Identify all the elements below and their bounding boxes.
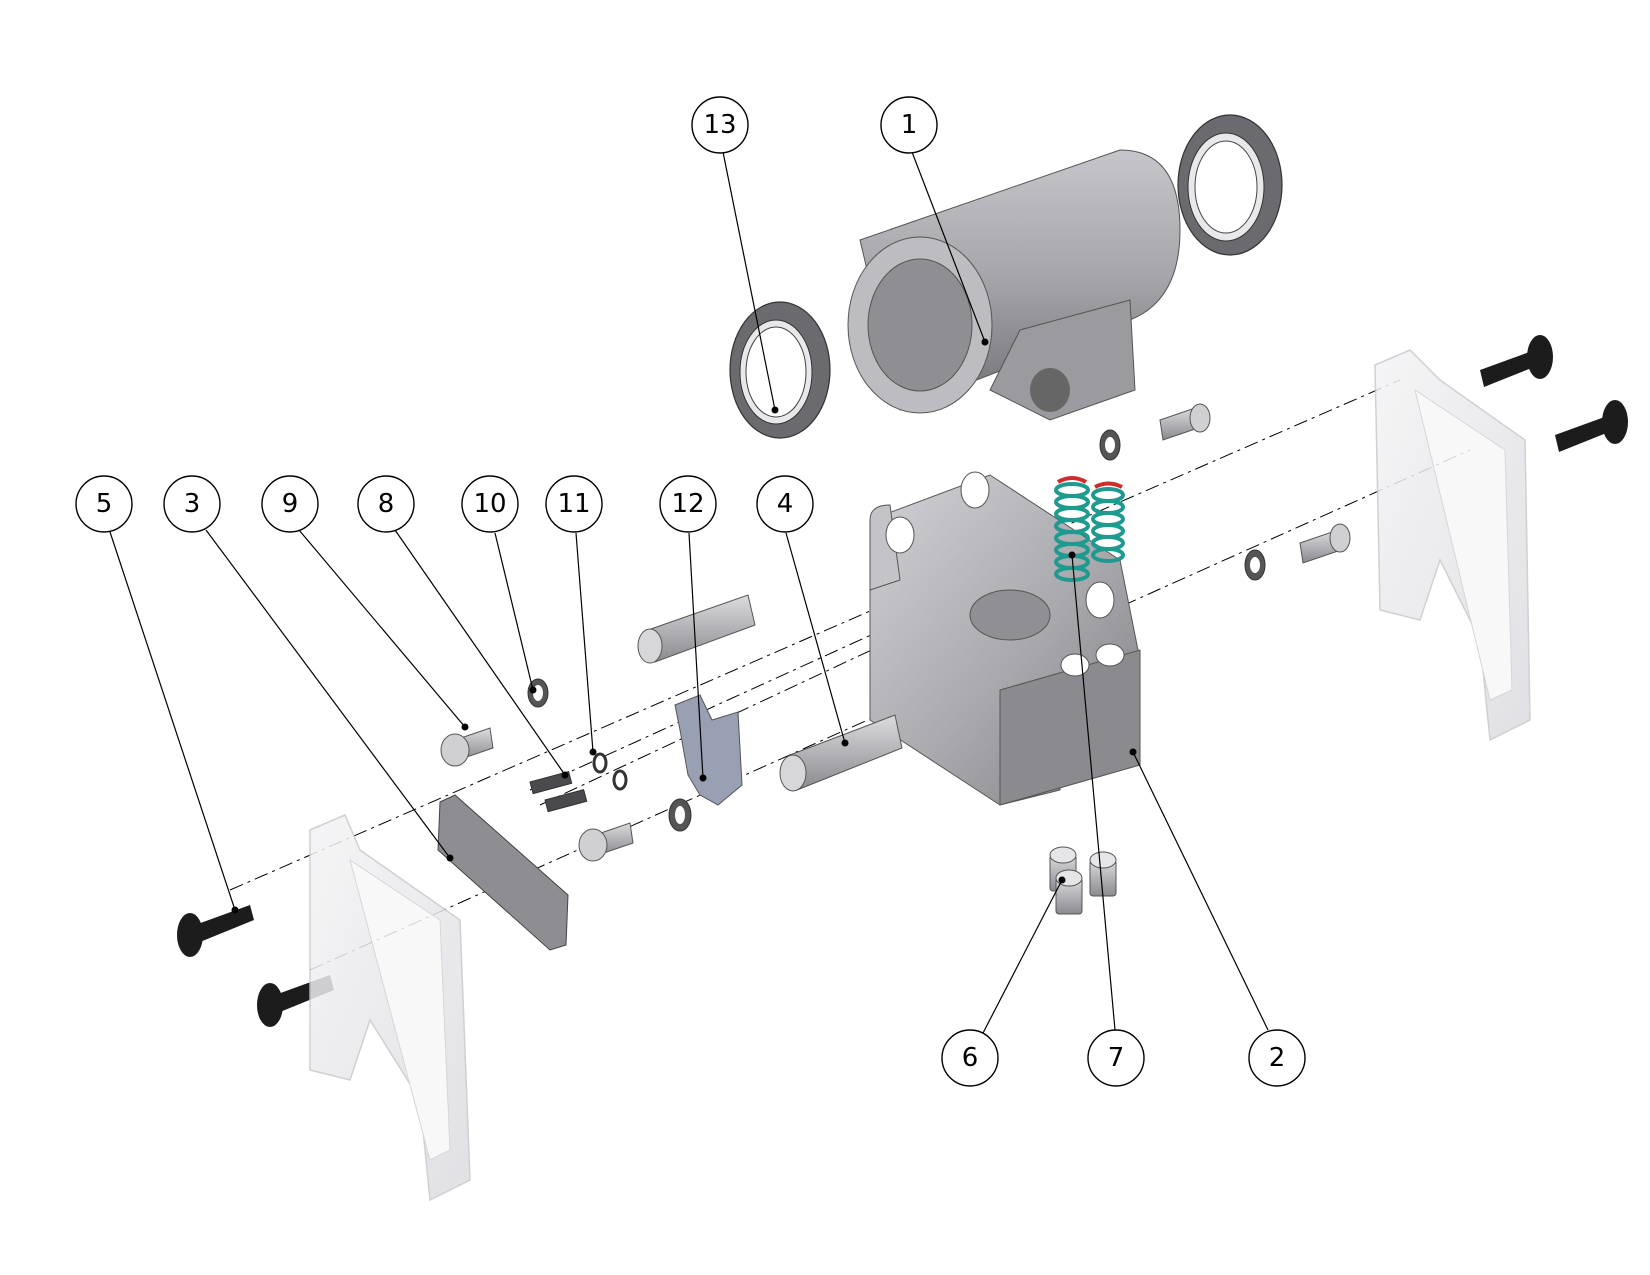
leader-11 xyxy=(575,532,594,753)
leader-2 xyxy=(1132,751,1269,1031)
part-clip xyxy=(674,694,743,806)
leader-lines xyxy=(109,151,1269,1036)
balloon-9-label: 9 xyxy=(282,489,299,519)
axis-screws-1 xyxy=(529,614,916,791)
balloon-5-label: 5 xyxy=(96,489,113,519)
balloon-2-label: 2 xyxy=(1269,1043,1286,1073)
balloon-8-label: 8 xyxy=(378,489,395,519)
part-main-block xyxy=(869,471,1141,806)
spring-left xyxy=(1054,482,1090,582)
part-bracket-left xyxy=(309,814,471,1202)
leader-end-dots xyxy=(231,338,1137,914)
balloon-6: 6 xyxy=(941,1029,999,1087)
leader-5 xyxy=(109,531,236,911)
part-housing-cylinder xyxy=(847,149,1181,421)
balloon-4: 4 xyxy=(756,475,814,533)
balloon-12-label: 12 xyxy=(671,489,704,519)
leader-6 xyxy=(981,879,1063,1036)
balloon-13-label: 13 xyxy=(703,110,736,140)
part-dowel-pins xyxy=(1049,846,1117,915)
part-bearing-left xyxy=(729,301,831,439)
leader-9 xyxy=(298,529,466,728)
part-plate xyxy=(437,794,569,951)
leader-8 xyxy=(394,529,566,776)
part-standoffs xyxy=(637,594,903,792)
balloon-3: 3 xyxy=(163,475,221,533)
axis-upper xyxy=(229,379,1401,891)
balloon-11: 11 xyxy=(545,475,603,533)
centerlines xyxy=(229,379,1471,971)
leader-1 xyxy=(911,151,986,343)
balloon-5: 5 xyxy=(75,475,133,533)
leader-3 xyxy=(205,529,451,859)
balloon-7: 7 xyxy=(1087,1029,1145,1087)
balloon-1-label: 1 xyxy=(901,110,918,140)
balloon-11-label: 11 xyxy=(557,489,590,519)
balloon-6-label: 6 xyxy=(962,1043,979,1073)
balloon-10: 10 xyxy=(461,475,519,533)
axis-screws-2 xyxy=(539,624,926,806)
part-bearing-right xyxy=(1177,114,1283,256)
balloon-3-label: 3 xyxy=(184,489,201,519)
balloon-7-label: 7 xyxy=(1108,1043,1125,1073)
balloon-9: 9 xyxy=(261,475,319,533)
part-bracket-right xyxy=(1374,349,1531,742)
axis-lower xyxy=(309,449,1471,971)
spring-right xyxy=(1091,487,1125,563)
balloon-1: 1 xyxy=(880,96,938,154)
balloon-12: 12 xyxy=(659,475,717,533)
balloon-2: 2 xyxy=(1248,1029,1306,1087)
balloon-8: 8 xyxy=(357,475,415,533)
balloon-4-label: 4 xyxy=(777,489,794,519)
leader-13 xyxy=(722,151,776,411)
part-small-hardware xyxy=(440,403,1351,862)
balloon-10-label: 10 xyxy=(473,489,506,519)
part-screws-black xyxy=(177,335,1628,1027)
balloon-13: 13 xyxy=(691,96,749,154)
part-springs xyxy=(1054,476,1125,582)
leader-10 xyxy=(494,532,534,691)
leader-4 xyxy=(785,532,846,744)
leader-12 xyxy=(688,532,704,779)
leader-7 xyxy=(1071,554,1116,1031)
